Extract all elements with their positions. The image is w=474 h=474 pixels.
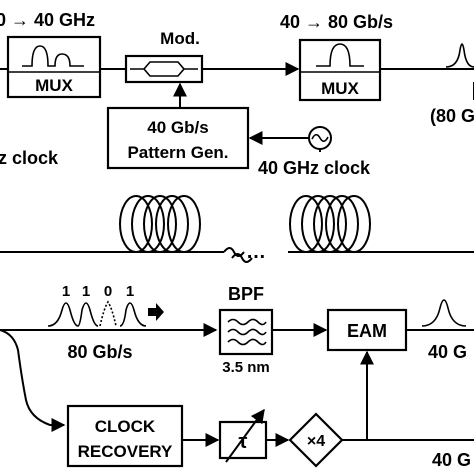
pattern-generator: 40 Gb/s Pattern Gen. — [106, 106, 250, 170]
rate-label-top: 40 → 80 Gb/s — [280, 12, 393, 32]
multiplier-label: ×4 — [307, 433, 325, 450]
mux-block-1: MUX — [6, 35, 102, 99]
fiber-spool-1 — [119, 195, 201, 253]
output-label-1: 40 G — [428, 342, 467, 362]
clock-recovery-line2: RECOVERY — [78, 442, 173, 461]
pulse-dotted — [99, 300, 117, 327]
tunable-delay: τ — [218, 408, 268, 463]
clock-label-right: 40 GHz clock — [258, 158, 371, 178]
clock-label-left: z clock — [0, 148, 59, 168]
modulator — [124, 54, 204, 84]
fiber-spool-2 — [289, 195, 371, 253]
bpf-bandwidth-label: 3.5 nm — [222, 359, 270, 376]
mux-block-2: MUX — [298, 38, 382, 102]
frequency-multiplier: ×4 — [288, 412, 344, 468]
eam-label: EAM — [347, 321, 387, 341]
bpf-label: BPF — [228, 284, 264, 304]
pattern-gen-line2: Pattern Gen. — [127, 143, 228, 162]
direction-arrow-icon — [148, 303, 164, 321]
clock-source-icon — [308, 126, 332, 150]
bit-label-4: 1 — [126, 283, 134, 300]
output-pulse-top — [445, 43, 474, 68]
output-label-2: 40 G — [432, 450, 471, 470]
mux-2-label: MUX — [321, 79, 359, 98]
mux-range-label: 0 → 40 GHz — [0, 10, 95, 30]
bpf-filter — [218, 308, 274, 356]
bit-label-3: 0 — [104, 283, 112, 300]
bit-label-1: 1 — [62, 283, 70, 300]
modulator-label: Mod. — [160, 29, 200, 48]
fiber-ellipsis: … — [246, 241, 266, 263]
bottom-rate-label: 80 Gb/s — [67, 342, 132, 362]
mux-1-label: MUX — [35, 76, 73, 95]
clock-recovery-line1: CLOCK — [95, 417, 156, 436]
pulse-train — [47, 302, 147, 327]
fiber-span: … — [0, 241, 474, 263]
bit-label-2: 1 — [82, 283, 90, 300]
tap-branch — [0, 329, 66, 432]
clock-recovery: CLOCK RECOVERY — [66, 404, 184, 468]
output-pulse-bottom — [421, 299, 467, 327]
right-partial-label: (80 G — [430, 106, 474, 126]
eam-modulator: EAM — [326, 308, 408, 352]
pattern-gen-line1: 40 Gb/s — [147, 118, 208, 137]
tau-label: τ — [239, 431, 248, 453]
